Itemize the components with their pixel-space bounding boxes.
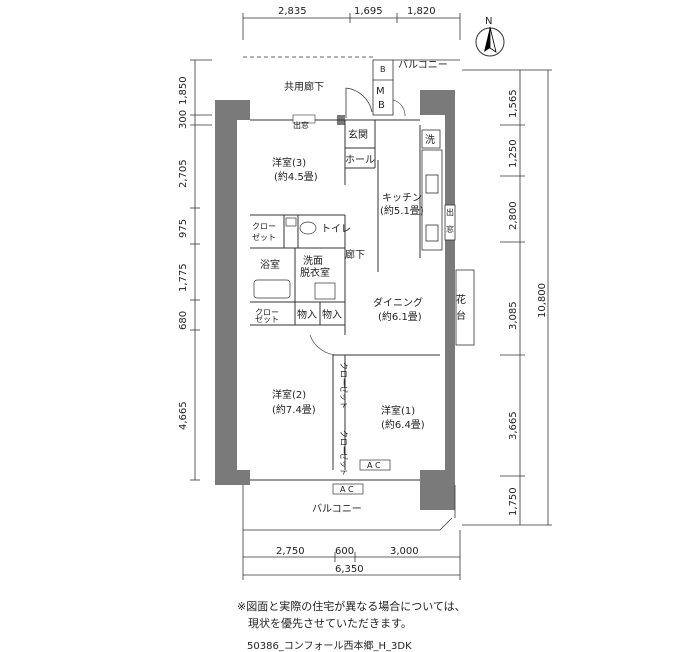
toilet-icon bbox=[285, 217, 317, 235]
right-dim-2: 1,250 bbox=[508, 139, 519, 168]
left-dim-6: 680 bbox=[178, 311, 189, 330]
note-line-1: ※図面と実際の住宅が異なる場合については、 bbox=[237, 600, 466, 613]
right-dim-4: 3,085 bbox=[508, 301, 519, 330]
room2-size: (約7.4畳) bbox=[272, 403, 316, 416]
north-arrow-icon bbox=[475, 26, 505, 57]
bath-label: 浴室 bbox=[260, 258, 280, 271]
closet-label-2b: ゼット bbox=[255, 314, 279, 324]
interior-wall-lines bbox=[250, 119, 440, 481]
svg-text:ゼット: ゼット bbox=[339, 385, 349, 409]
kadai-label-1: 花 bbox=[456, 293, 466, 306]
kitchen-size: (約5.1畳) bbox=[380, 204, 424, 217]
bottom-dim-1: 2,750 bbox=[276, 546, 305, 557]
bottom-balcony bbox=[242, 485, 456, 531]
disclaimer-note: ※図面と実際の住宅が異なる場合については、 現状を優先させていただきます。 bbox=[237, 598, 466, 632]
right-dim-total: 10,800 bbox=[537, 283, 548, 318]
kadai-label-2: 台 bbox=[456, 309, 466, 322]
bottom-dimension-line bbox=[242, 530, 461, 580]
closet-label-2a: クロー bbox=[255, 308, 279, 317]
right-dimension-line bbox=[462, 69, 552, 526]
room1-label: 洋室(1) bbox=[381, 404, 415, 417]
mb-label-m: M bbox=[376, 86, 385, 97]
flower-stand bbox=[455, 269, 475, 346]
svg-text:ゼット: ゼット bbox=[339, 452, 349, 476]
dining-size: (約6.1畳) bbox=[378, 310, 422, 323]
ac-unit-upper bbox=[359, 459, 391, 471]
top-dim-1: 2,835 bbox=[278, 6, 307, 17]
mb-door-swing-icon bbox=[392, 99, 406, 117]
left-dim-3: 2,705 bbox=[178, 159, 189, 188]
room2-label: 洋室(2) bbox=[272, 388, 306, 401]
closet-lower-1: クロー bbox=[339, 362, 348, 386]
toilet-label: トイレ bbox=[321, 224, 351, 235]
bathtub-icon bbox=[253, 279, 291, 299]
roka-label: 廊下 bbox=[345, 248, 365, 261]
bottom-dim-3: 3,000 bbox=[390, 546, 419, 557]
dining-label: ダイニング bbox=[373, 296, 423, 309]
kitchen-label: キッチン bbox=[382, 192, 422, 204]
washing-machine-icon bbox=[314, 282, 336, 300]
closet-label-1b: ゼット bbox=[252, 232, 276, 242]
right-dim-labels: 1,565 1,250 2,800 3,085 3,665 1,750 10,8… bbox=[508, 89, 548, 516]
bottom-dim-total: 6,350 bbox=[335, 564, 364, 575]
monoire-label-1: 物入 bbox=[297, 308, 317, 321]
dining-door-swing-icon bbox=[309, 334, 341, 356]
demado-label: 出窓 bbox=[293, 120, 309, 130]
top-dim-3: 1,820 bbox=[407, 6, 436, 17]
bottom-balcony-label: バルコニー bbox=[312, 503, 362, 515]
monoire-label-2: 物入 bbox=[322, 308, 342, 321]
left-dim-labels: 1,850 300 2,705 975 1,775 680 4,665 bbox=[178, 76, 189, 430]
entrance-door-icon bbox=[345, 87, 373, 118]
lower-closets: クロー ゼット クロー ゼット bbox=[339, 362, 349, 476]
closet-label-1a: クロー bbox=[252, 222, 276, 231]
room3-size: (約4.5畳) bbox=[274, 170, 318, 183]
ac-label-1: A C bbox=[367, 461, 381, 470]
top-dimension-line bbox=[242, 13, 461, 40]
right-dim-1: 1,565 bbox=[508, 89, 519, 118]
ac-unit-lower bbox=[332, 483, 364, 495]
hall-label: ホール bbox=[345, 154, 375, 166]
left-dim-5: 1,775 bbox=[178, 263, 189, 292]
left-dim-7: 4,665 bbox=[178, 401, 189, 430]
walls bbox=[215, 90, 455, 510]
genkan-label: 玄関 bbox=[348, 128, 368, 141]
laundry-label: 洗 bbox=[425, 134, 435, 146]
closet-lower-2: クロー bbox=[339, 430, 348, 454]
north-label: N bbox=[485, 16, 492, 27]
room3-label: 洋室(3) bbox=[272, 156, 306, 169]
right-dim-5: 3,665 bbox=[508, 411, 519, 440]
senmen-label: 洗面 bbox=[303, 255, 323, 267]
top-balcony-label: バルコニー bbox=[398, 59, 448, 71]
kitchen-demado-1: 出 bbox=[446, 207, 454, 217]
datsui-label: 脱衣室 bbox=[300, 266, 330, 279]
plan-code: 50386_コンフォール西本郷_H_3DK bbox=[247, 641, 412, 652]
right-dim-3: 2,800 bbox=[508, 201, 519, 230]
mb-label-b: B bbox=[378, 100, 385, 111]
right-dim-6: 1,750 bbox=[508, 487, 519, 516]
kitchen-counter bbox=[421, 129, 443, 251]
kitchen-bay-window bbox=[444, 204, 456, 241]
ac-label-2: A C bbox=[340, 485, 354, 494]
kitchen-demado-2: 窓 bbox=[446, 224, 454, 234]
bottom-dim-2: 600 bbox=[335, 546, 354, 557]
mb-b-label: B bbox=[380, 65, 386, 74]
corridor-label: 共用廊下 bbox=[284, 80, 324, 93]
left-dim-2: 300 bbox=[178, 110, 189, 129]
room1-size: (約6.4畳) bbox=[381, 418, 425, 431]
left-dimension-line bbox=[190, 59, 212, 481]
top-balcony bbox=[243, 56, 460, 116]
room3-bay-window bbox=[292, 114, 316, 124]
top-dim-2: 1,695 bbox=[354, 6, 383, 17]
left-dim-1: 1,850 bbox=[178, 76, 189, 105]
left-dim-4: 975 bbox=[178, 219, 189, 238]
note-line-2: 現状を優先させていただきます。 bbox=[248, 617, 412, 630]
